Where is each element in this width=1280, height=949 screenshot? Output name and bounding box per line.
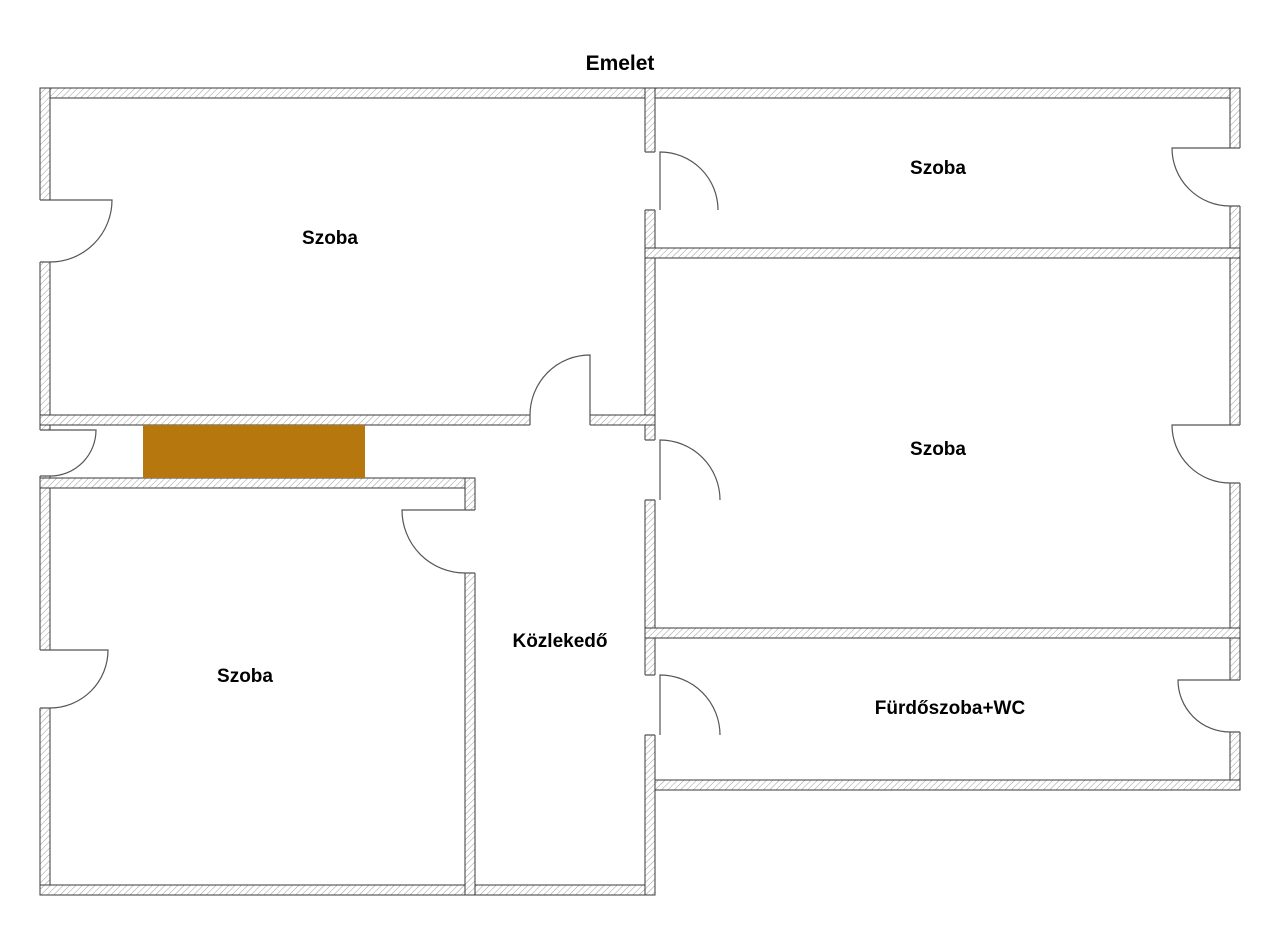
door-room-top-left-west bbox=[39, 199, 113, 263]
door-swing-arc bbox=[659, 674, 721, 736]
door-gap bbox=[644, 675, 656, 735]
door-room-top-right-east bbox=[1171, 147, 1241, 207]
wall-divider-middleright-bathroom bbox=[644, 627, 1241, 639]
room-label-top-right: Szoba bbox=[910, 158, 966, 179]
door-jambs bbox=[529, 415, 591, 425]
door-jambs bbox=[40, 649, 50, 709]
door-gap bbox=[1229, 425, 1241, 483]
room-label-bottom-left: Szoba bbox=[217, 666, 273, 687]
door-room-bottom-left-west bbox=[39, 649, 109, 709]
door-room-middle-right-east bbox=[1171, 424, 1241, 484]
doors bbox=[39, 147, 1241, 736]
door-jambs bbox=[645, 674, 655, 736]
room-labels: Szoba Szoba Szoba Szoba Közlekedő Fürdős… bbox=[217, 158, 1025, 719]
door-jambs bbox=[40, 429, 50, 477]
door-gap bbox=[39, 650, 51, 708]
door-bathroom-east bbox=[1177, 679, 1241, 733]
walls bbox=[39, 87, 1241, 896]
door-swing-arc bbox=[49, 199, 113, 263]
door-swing-arc bbox=[49, 649, 109, 709]
door-jambs bbox=[645, 151, 655, 211]
room-label-middle-right: Szoba bbox=[910, 439, 966, 460]
door-gap bbox=[1229, 680, 1241, 732]
room-label-bathroom: Fürdőszoba+WC bbox=[875, 698, 1026, 719]
door-jambs bbox=[40, 199, 50, 263]
wall-bathroom-bottom bbox=[644, 779, 1241, 791]
stairs-block bbox=[143, 425, 365, 478]
room-label-top-left: Szoba bbox=[302, 228, 358, 249]
door-swing-arc bbox=[401, 509, 466, 574]
door-jambs bbox=[465, 509, 475, 574]
door-swing-arc bbox=[659, 151, 719, 211]
door-gap bbox=[39, 200, 51, 262]
wall-bottomleft-corridor-divider bbox=[464, 477, 476, 896]
wall-bottomleft-room-top bbox=[39, 477, 476, 489]
door-gap bbox=[644, 152, 656, 210]
room-label-corridor: Közlekedő bbox=[512, 631, 607, 652]
wall-divider-topright-middleright bbox=[644, 247, 1241, 259]
door-room-top-right-west bbox=[644, 151, 719, 211]
plan-title: Emelet bbox=[586, 52, 655, 75]
door-room-bottom-left-east bbox=[401, 509, 476, 574]
door-jambs bbox=[645, 439, 655, 501]
door-bathroom-west bbox=[644, 674, 721, 736]
door-room-middle-right-west bbox=[644, 439, 721, 501]
door-corridor-strip-west bbox=[39, 429, 97, 477]
door-swing-arc bbox=[1177, 679, 1231, 733]
door-swing-arc bbox=[49, 429, 97, 477]
door-gap bbox=[1229, 148, 1241, 206]
door-swing-arc bbox=[659, 439, 721, 501]
door-jambs bbox=[1230, 679, 1240, 733]
wall-outer-top bbox=[39, 87, 1241, 99]
door-room-top-left-south bbox=[529, 354, 591, 426]
door-jambs bbox=[1230, 424, 1240, 484]
door-gap bbox=[644, 440, 656, 500]
door-gap bbox=[464, 510, 476, 573]
door-gap bbox=[39, 430, 51, 476]
door-jambs bbox=[1230, 147, 1240, 207]
door-swing-arc bbox=[1171, 424, 1231, 484]
door-gap bbox=[530, 414, 590, 426]
door-swing-arc bbox=[529, 354, 591, 416]
wall-outer-bottom-left-section bbox=[39, 884, 656, 896]
door-swing-arc bbox=[1171, 147, 1231, 207]
